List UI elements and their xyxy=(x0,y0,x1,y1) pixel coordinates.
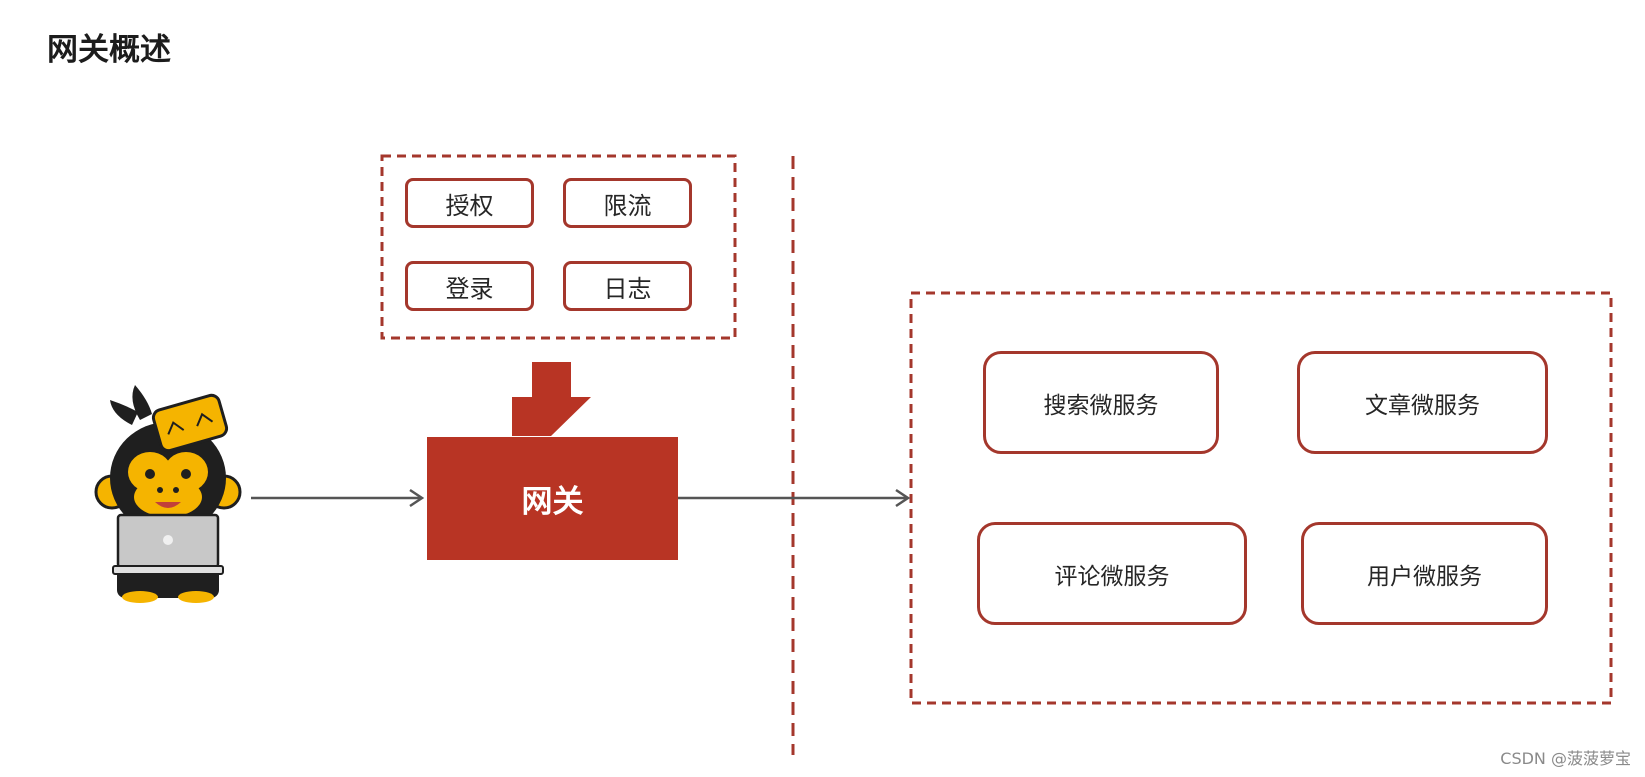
service-article-box: 文章微服务 xyxy=(1297,351,1548,454)
feature-ratelimit-box: 限流 xyxy=(563,178,692,228)
page-title: 网关概述 xyxy=(47,32,171,68)
down-arrow xyxy=(512,362,591,436)
feature-group-frame xyxy=(380,154,737,340)
watermark: CSDN @菠菠萝宝 xyxy=(1500,749,1631,768)
gateway-box: 网关 xyxy=(427,437,678,560)
feature-login-box: 登录 xyxy=(405,261,534,311)
services-frame xyxy=(909,291,1613,705)
feature-auth-box: 授权 xyxy=(405,178,534,228)
feature-log-box: 日志 xyxy=(563,261,692,311)
mascot-icon xyxy=(94,385,242,603)
service-search-box: 搜索微服务 xyxy=(983,351,1219,454)
service-user-box: 用户微服务 xyxy=(1301,522,1548,625)
service-comment-box: 评论微服务 xyxy=(977,522,1247,625)
